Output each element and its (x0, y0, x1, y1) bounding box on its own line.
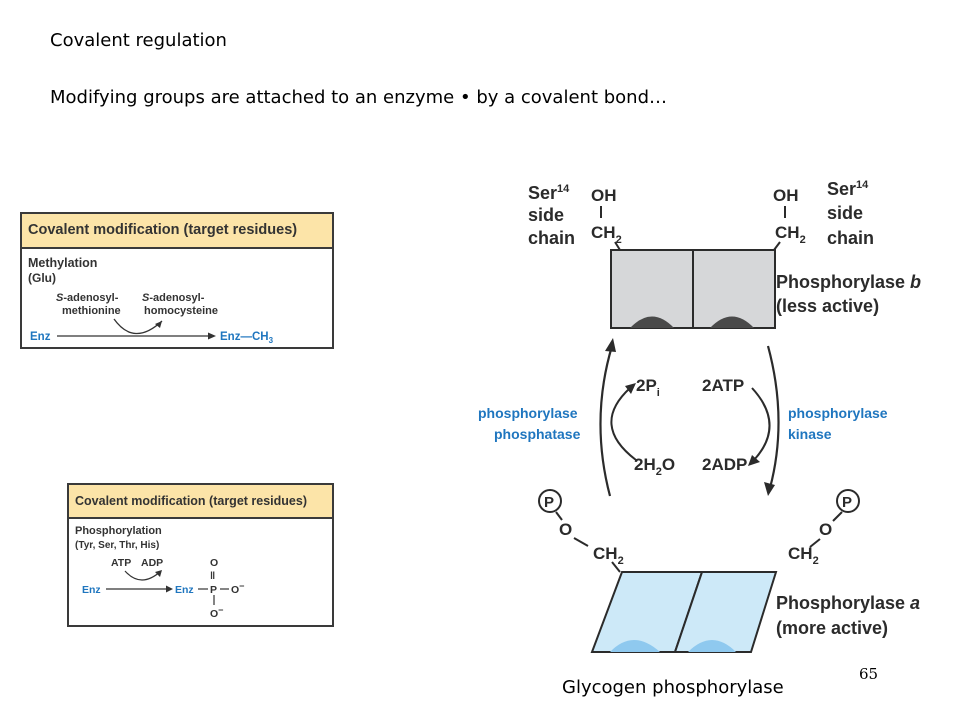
phos-enz-in: Enz (82, 584, 101, 596)
kinase-arrowhead (764, 482, 775, 496)
phosphatase-label-line2: phosphatase (494, 426, 581, 442)
phos-arrowhead (166, 585, 173, 593)
o-ch2-bond-left (573, 537, 589, 547)
slide-title: Covalent regulation (50, 30, 227, 51)
oh-left: OH (591, 186, 617, 205)
h2o-label: 2H2O (634, 455, 675, 478)
phos-atp-label: ATP (111, 557, 131, 569)
ch2-bond-left (614, 241, 621, 251)
phosphatase-arrow (599, 345, 614, 497)
phosphorylase-a-subunit-right (673, 571, 778, 653)
phosphorylation-box-header: Covalent modification (target residues) (69, 485, 332, 519)
phosphate-left-p: P (544, 494, 554, 511)
methylation-curve-arrow (113, 318, 163, 335)
phos-adp-label: ADP (141, 557, 163, 569)
ser14-left-side: side (528, 205, 564, 225)
methylation-enz-in: Enz (30, 331, 51, 343)
ch2-a-right: CH2 (788, 544, 819, 567)
phosphate-right-icon (836, 489, 860, 513)
methylation-box: Covalent modification (target residues) … (20, 212, 334, 349)
ch2-right: CH2 (775, 223, 806, 246)
methylation-residue: (Glu) (28, 271, 56, 285)
phosphatase-label-line1: phosphorylase (478, 405, 578, 421)
phosphorylase-b-activity: (less active) (776, 296, 879, 316)
atp-label: 2ATP (702, 376, 744, 395)
phos-enz-out: Enz (175, 584, 194, 596)
phosphorylase-b-site-right (710, 316, 754, 328)
ser14-right-side: side (827, 203, 863, 223)
ch2-bond-right (773, 241, 781, 251)
ser14-right-label: Ser14 (827, 179, 869, 199)
adp-label: 2ADP (702, 455, 747, 474)
ch2-left: CH2 (591, 223, 622, 246)
phosphorylase-a-site-left (610, 640, 660, 652)
phosphorylase-a-activity: (more active) (776, 618, 888, 638)
methylation-arrowhead (208, 332, 216, 340)
o-left: O (559, 520, 572, 539)
glycogen-phosphorylase-diagram: Ser14 side chain OH CH2 OH CH2 Ser14 sid… (478, 179, 921, 653)
phos-o-right: O− (231, 581, 244, 596)
pi-release-arrowhead (625, 383, 636, 394)
oh-right: OH (773, 186, 799, 205)
kinase-label-line2: kinase (788, 426, 832, 442)
phos-o-top: O (210, 557, 218, 569)
ser14-left-chain: chain (528, 228, 575, 248)
phosphorylation-box: Covalent modification (target residues) … (67, 483, 334, 627)
phosphorylation-label: Phosphorylation (75, 525, 162, 537)
sam-label-line2: methionine (62, 305, 121, 317)
phosphorylation-reaction: Phosphorylation (Tyr, Ser, Thr, His) ATP… (75, 525, 244, 620)
sah-label: S-adenosyl- (142, 292, 205, 304)
phosphorylase-a-site-right (688, 640, 736, 652)
phosphorylase-b-subunit-right (692, 249, 776, 329)
phosphate-left-icon (538, 489, 562, 513)
atp-consume-arrow (751, 387, 771, 461)
methylation-curve-arrowhead (155, 321, 162, 328)
ch2-a-left: CH2 (593, 544, 624, 567)
kinase-arrow (766, 345, 780, 489)
p-o-bond-right (832, 511, 843, 522)
phosphorylation-residues: (Tyr, Ser, Thr, His) (75, 540, 159, 551)
kinase-label-line1: phosphorylase (788, 405, 888, 421)
phosphorylase-b-label: Phosphorylase b (776, 272, 921, 292)
phosphorylase-b-site-left (630, 316, 674, 328)
pi-release-arrow (610, 387, 637, 461)
atp-consume-arrowhead (748, 455, 760, 466)
methylation-enz-out: Enz—CH3 (220, 331, 274, 345)
methylation-reaction: Methylation (Glu) S-adenosyl- methionine… (28, 256, 274, 345)
phos-p: P (210, 584, 217, 596)
diagram-caption: Glycogen phosphorylase (562, 677, 784, 698)
sam-label: S-adenosyl- (56, 292, 119, 304)
phosphate-right-p: P (842, 494, 852, 511)
phosphorylase-a-label: Phosphorylase a (776, 593, 920, 613)
ser14-right-chain: chain (827, 228, 874, 248)
methylation-label: Methylation (28, 256, 97, 270)
phos-double-bond: ‖ (210, 570, 215, 582)
ser14-left-label: Ser14 (528, 183, 570, 203)
sah-label-line2: homocysteine (144, 305, 218, 317)
slide-subtitle: Modifying groups are attached to an enzy… (50, 87, 667, 108)
phos-o-bottom: O− (210, 605, 223, 620)
p-o-bond-left (555, 511, 563, 521)
page-number: 65 (859, 665, 879, 683)
o-ch2-bond-right (809, 538, 821, 548)
pi-label: 2Pi (636, 376, 660, 399)
o-right: O (819, 520, 832, 539)
phos-curve-arrowhead (155, 570, 162, 577)
methylation-box-header: Covalent modification (target residues) (22, 214, 332, 249)
ch2-a-bond-left (611, 561, 621, 573)
phosphatase-arrowhead (605, 338, 616, 352)
phosphorylase-b-subunit-left (610, 249, 694, 329)
